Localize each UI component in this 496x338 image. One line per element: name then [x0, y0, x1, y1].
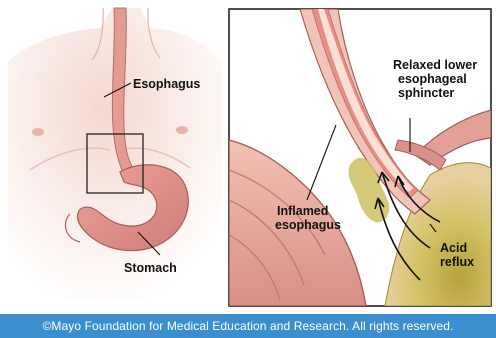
- label-esophagus: Esophagus: [133, 77, 200, 91]
- left-nipple: [32, 128, 44, 136]
- label-acid: Acid reflux: [440, 241, 474, 269]
- label-acid-line-2: reflux: [440, 255, 474, 269]
- right-nipple: [176, 126, 188, 134]
- magnified-panel: Relaxed lower esophageal sphincter Infla…: [229, 9, 491, 306]
- label-inflamed-line-2: esophagus: [275, 218, 341, 232]
- copyright-footer: ©Mayo Foundation for Medical Education a…: [0, 314, 496, 338]
- label-stomach: Stomach: [124, 261, 177, 275]
- label-inflamed: Inflamed esophagus: [275, 204, 341, 232]
- torso-overview: Esophagus Stomach: [8, 8, 222, 300]
- label-sphincter-line-1: Relaxed lower: [393, 58, 477, 72]
- label-sphincter-line-2: esophageal: [398, 72, 467, 86]
- gerd-diagram: Esophagus Stomach Relaxed lower esophage…: [0, 0, 496, 314]
- label-inflamed-line-1: Inflamed: [277, 204, 328, 218]
- label-acid-line-1: Acid: [440, 241, 467, 255]
- label-sphincter-line-3: sphincter: [398, 86, 454, 100]
